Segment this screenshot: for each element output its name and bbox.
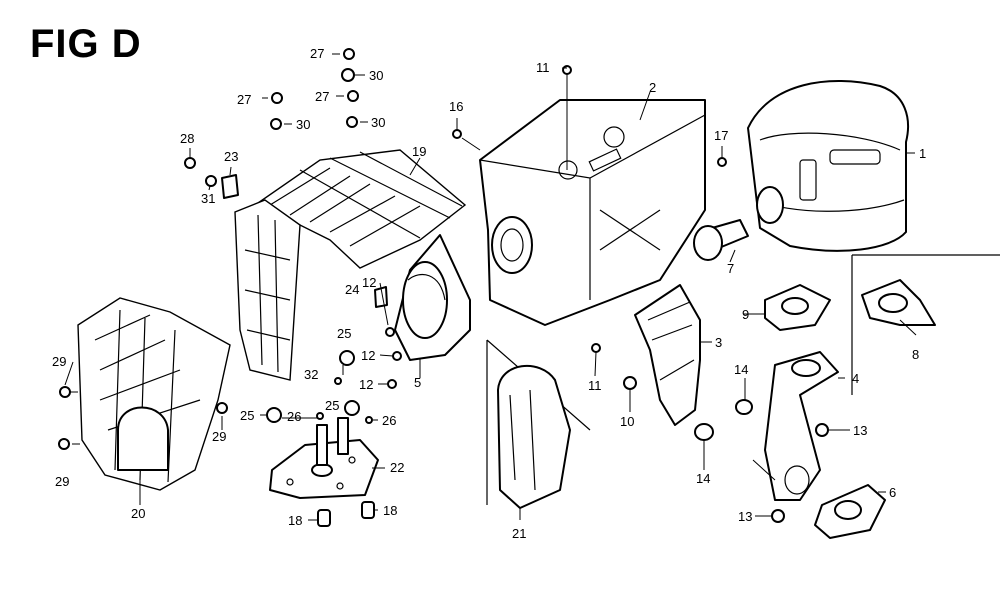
part-21-lower-shroud [77,297,231,491]
callout-21: 20 [131,506,145,521]
callout-16: 16 [449,99,463,114]
callout-25: 25 [337,326,351,341]
callout-13: 13 [738,509,752,524]
part-5-fan-cover [394,234,471,361]
callout-31: 31 [201,191,215,206]
callout-32: 32 [304,367,318,382]
part-6-gasket [814,484,886,539]
callout-27: 27 [315,89,329,104]
part-4-exhaust-bracket [764,351,839,501]
callout-1: 1 [919,146,926,161]
callout-10: 10 [620,414,634,429]
callout-25: 25 [325,398,339,413]
callout-11: 11 [536,60,550,75]
callout-14: 14 [696,471,710,486]
callout-29: 29 [212,429,226,444]
callout-5: 5 [414,375,421,390]
part-7-exhaust-pipe [693,219,749,261]
part-20-shroud [234,149,467,381]
callout-labels: 27 30 27 30 27 30 11 2 16 17 1 28 23 31 … [52,46,926,541]
callout-18: 18 [383,503,397,518]
callout-27: 27 [237,92,251,107]
callout-30: 30 [371,115,385,130]
callout-27: 27 [310,46,324,61]
callout-18: 18 [288,513,302,528]
callout-29: 29 [55,474,69,489]
callout-11: 11 [588,378,602,393]
callout-17: 17 [714,128,728,143]
callout-26: 26 [382,413,396,428]
callout-7: 7 [727,261,734,276]
callout-12: 12 [362,275,376,290]
callout-20: 19 [412,144,426,159]
figure-title: FIG D [30,22,142,66]
part-23-clip [221,174,239,199]
callout-12: 12 [361,348,375,363]
callout-30: 30 [369,68,383,83]
part-9-gasket [764,284,831,331]
part-8-gasket [851,254,1000,395]
callout-3: 3 [715,335,722,350]
part-2-fan-housing [479,99,706,326]
callout-30: 30 [296,117,310,132]
callout-2: 2 [649,80,656,95]
callout-12: 12 [359,377,373,392]
part-3-bracket [634,284,701,426]
callout-28: 28 [180,131,194,146]
callout-23: 23 [224,149,238,164]
callout-13: 13 [853,423,867,438]
callout-6: 6 [889,485,896,500]
callout-26: 26 [287,409,301,424]
leader-lines [64,53,917,521]
part-22-base-plate [269,417,379,499]
callout-24: 24 [345,282,359,297]
callout-25: 25 [240,408,254,423]
fasteners [58,48,829,527]
callout-8: 8 [912,347,919,362]
part-19-air-guide [486,339,591,509]
callout-22: 22 [390,460,404,475]
callout-14: 14 [734,362,748,377]
callout-29: 29 [52,354,66,369]
callout-4: 4 [852,371,859,386]
part-1-muffler-protector [747,80,910,252]
callout-9: 9 [742,307,749,322]
callout-19: 21 [512,526,526,541]
